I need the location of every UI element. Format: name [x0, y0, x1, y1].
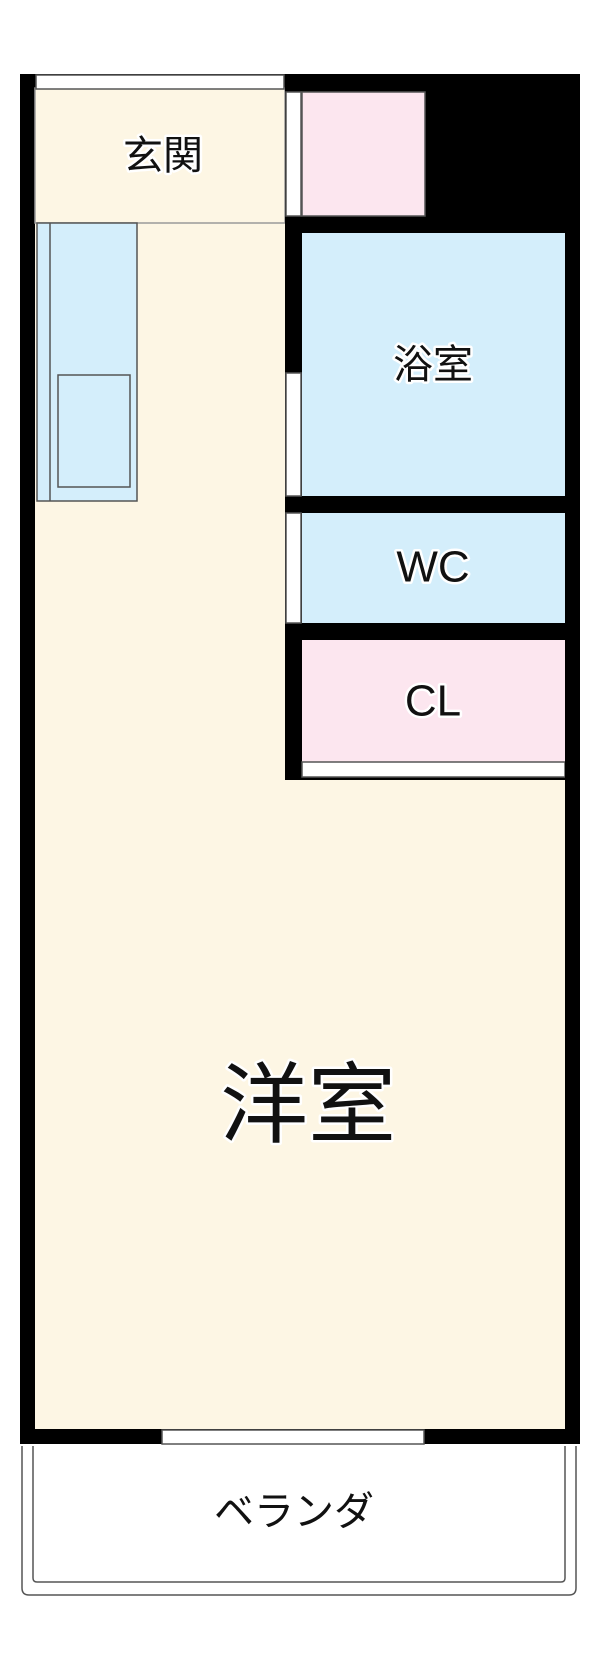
closet-door-opening — [301, 761, 566, 778]
veranda-label: ベランダ — [214, 1489, 374, 1535]
toilet-label: WC — [396, 543, 469, 592]
entrance-floor — [34, 87, 286, 224]
toilet — [302, 513, 565, 623]
bathroom-label: 浴室 — [393, 342, 473, 388]
bathroom-door-opening — [285, 372, 302, 497]
shoe-storage — [301, 91, 426, 217]
toilet-door-opening — [285, 512, 302, 624]
storage-door-opening — [285, 91, 302, 217]
right-wall — [565, 74, 580, 1444]
veranda — [21, 1446, 577, 1596]
veranda-inner-rail — [32, 1446, 566, 1583]
kitchen-sink — [57, 374, 131, 488]
bathroom — [302, 233, 565, 496]
balcony-window — [161, 1429, 425, 1445]
closet-label: CL — [405, 677, 461, 726]
entrance-label: 玄関 — [123, 133, 203, 179]
closet — [302, 640, 565, 762]
entrance-door-opening — [35, 74, 285, 90]
western-room-label: 洋室 — [220, 1054, 396, 1157]
